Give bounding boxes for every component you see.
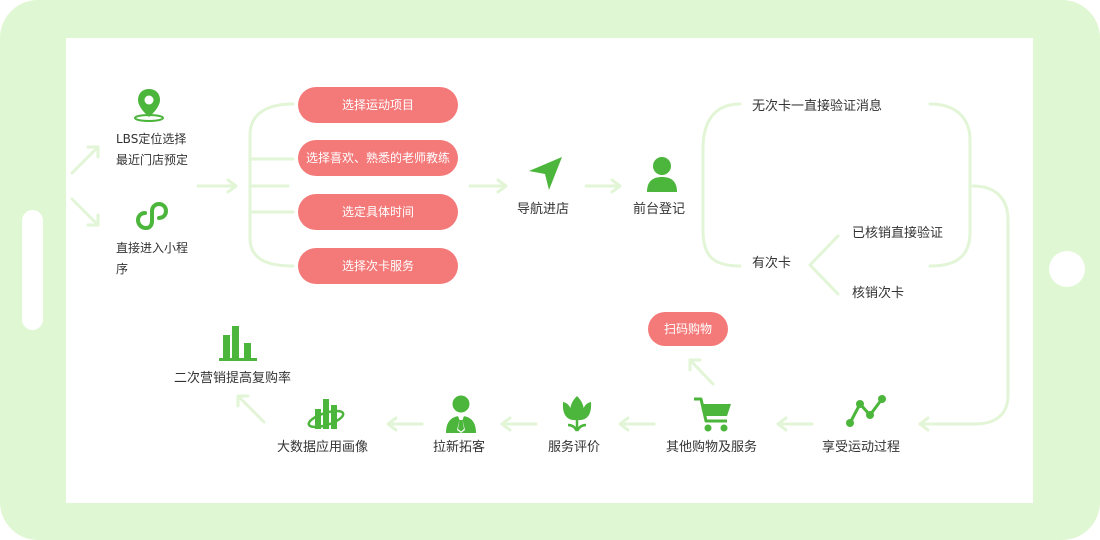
phone-screen: [66, 38, 1033, 503]
businessman-icon: [446, 395, 476, 433]
branch-no-card: 无次卡一直接验证消息: [752, 99, 883, 114]
step-review: 服务评价: [548, 440, 601, 455]
lbs-label-line2: 最近门店预定: [116, 153, 189, 167]
trend-line-icon: [846, 395, 886, 427]
data-chart-icon: [307, 399, 345, 429]
step-shopping: 其他购物及服务: [666, 440, 758, 455]
phone-side-button: [22, 210, 43, 330]
step-checkin: 前台登记: [633, 202, 686, 217]
bar-chart-icon: [219, 326, 257, 361]
step-enjoy: 享受运动过程: [822, 440, 901, 455]
option-sport-item: 选择运动项目: [298, 87, 458, 123]
phone-home-button: [1049, 251, 1085, 287]
option-coach: 选择喜欢、熟悉的老师教练: [298, 140, 458, 176]
flower-icon: [562, 396, 592, 432]
miniapp-label-line2: 序: [116, 262, 129, 276]
lbs-label-line1: LBS定位选择: [116, 132, 187, 146]
miniapp-label-line1: 直接进入小程: [116, 241, 189, 255]
step-remarketing: 二次营销提高复购率: [174, 371, 292, 386]
mini-program-icon: [135, 201, 169, 230]
step-navigate: 导航进店: [517, 202, 570, 217]
branch-verified: 已核销直接验证: [852, 226, 944, 241]
branch-redeem: 核销次卡: [852, 286, 905, 301]
user-icon: [647, 157, 677, 192]
option-card-service: 选择次卡服务: [298, 248, 458, 284]
branch-has-card: 有次卡: [752, 256, 792, 271]
option-time: 选定具体时间: [298, 194, 458, 230]
location-pin-icon: [134, 89, 164, 122]
navigation-arrow-icon: [529, 157, 562, 190]
step-scan-pill: 扫码购物: [648, 312, 728, 346]
shopping-cart-icon: [694, 397, 731, 432]
step-acquire: 拉新拓客: [433, 440, 486, 455]
step-bigdata: 大数据应用画像: [277, 440, 369, 455]
